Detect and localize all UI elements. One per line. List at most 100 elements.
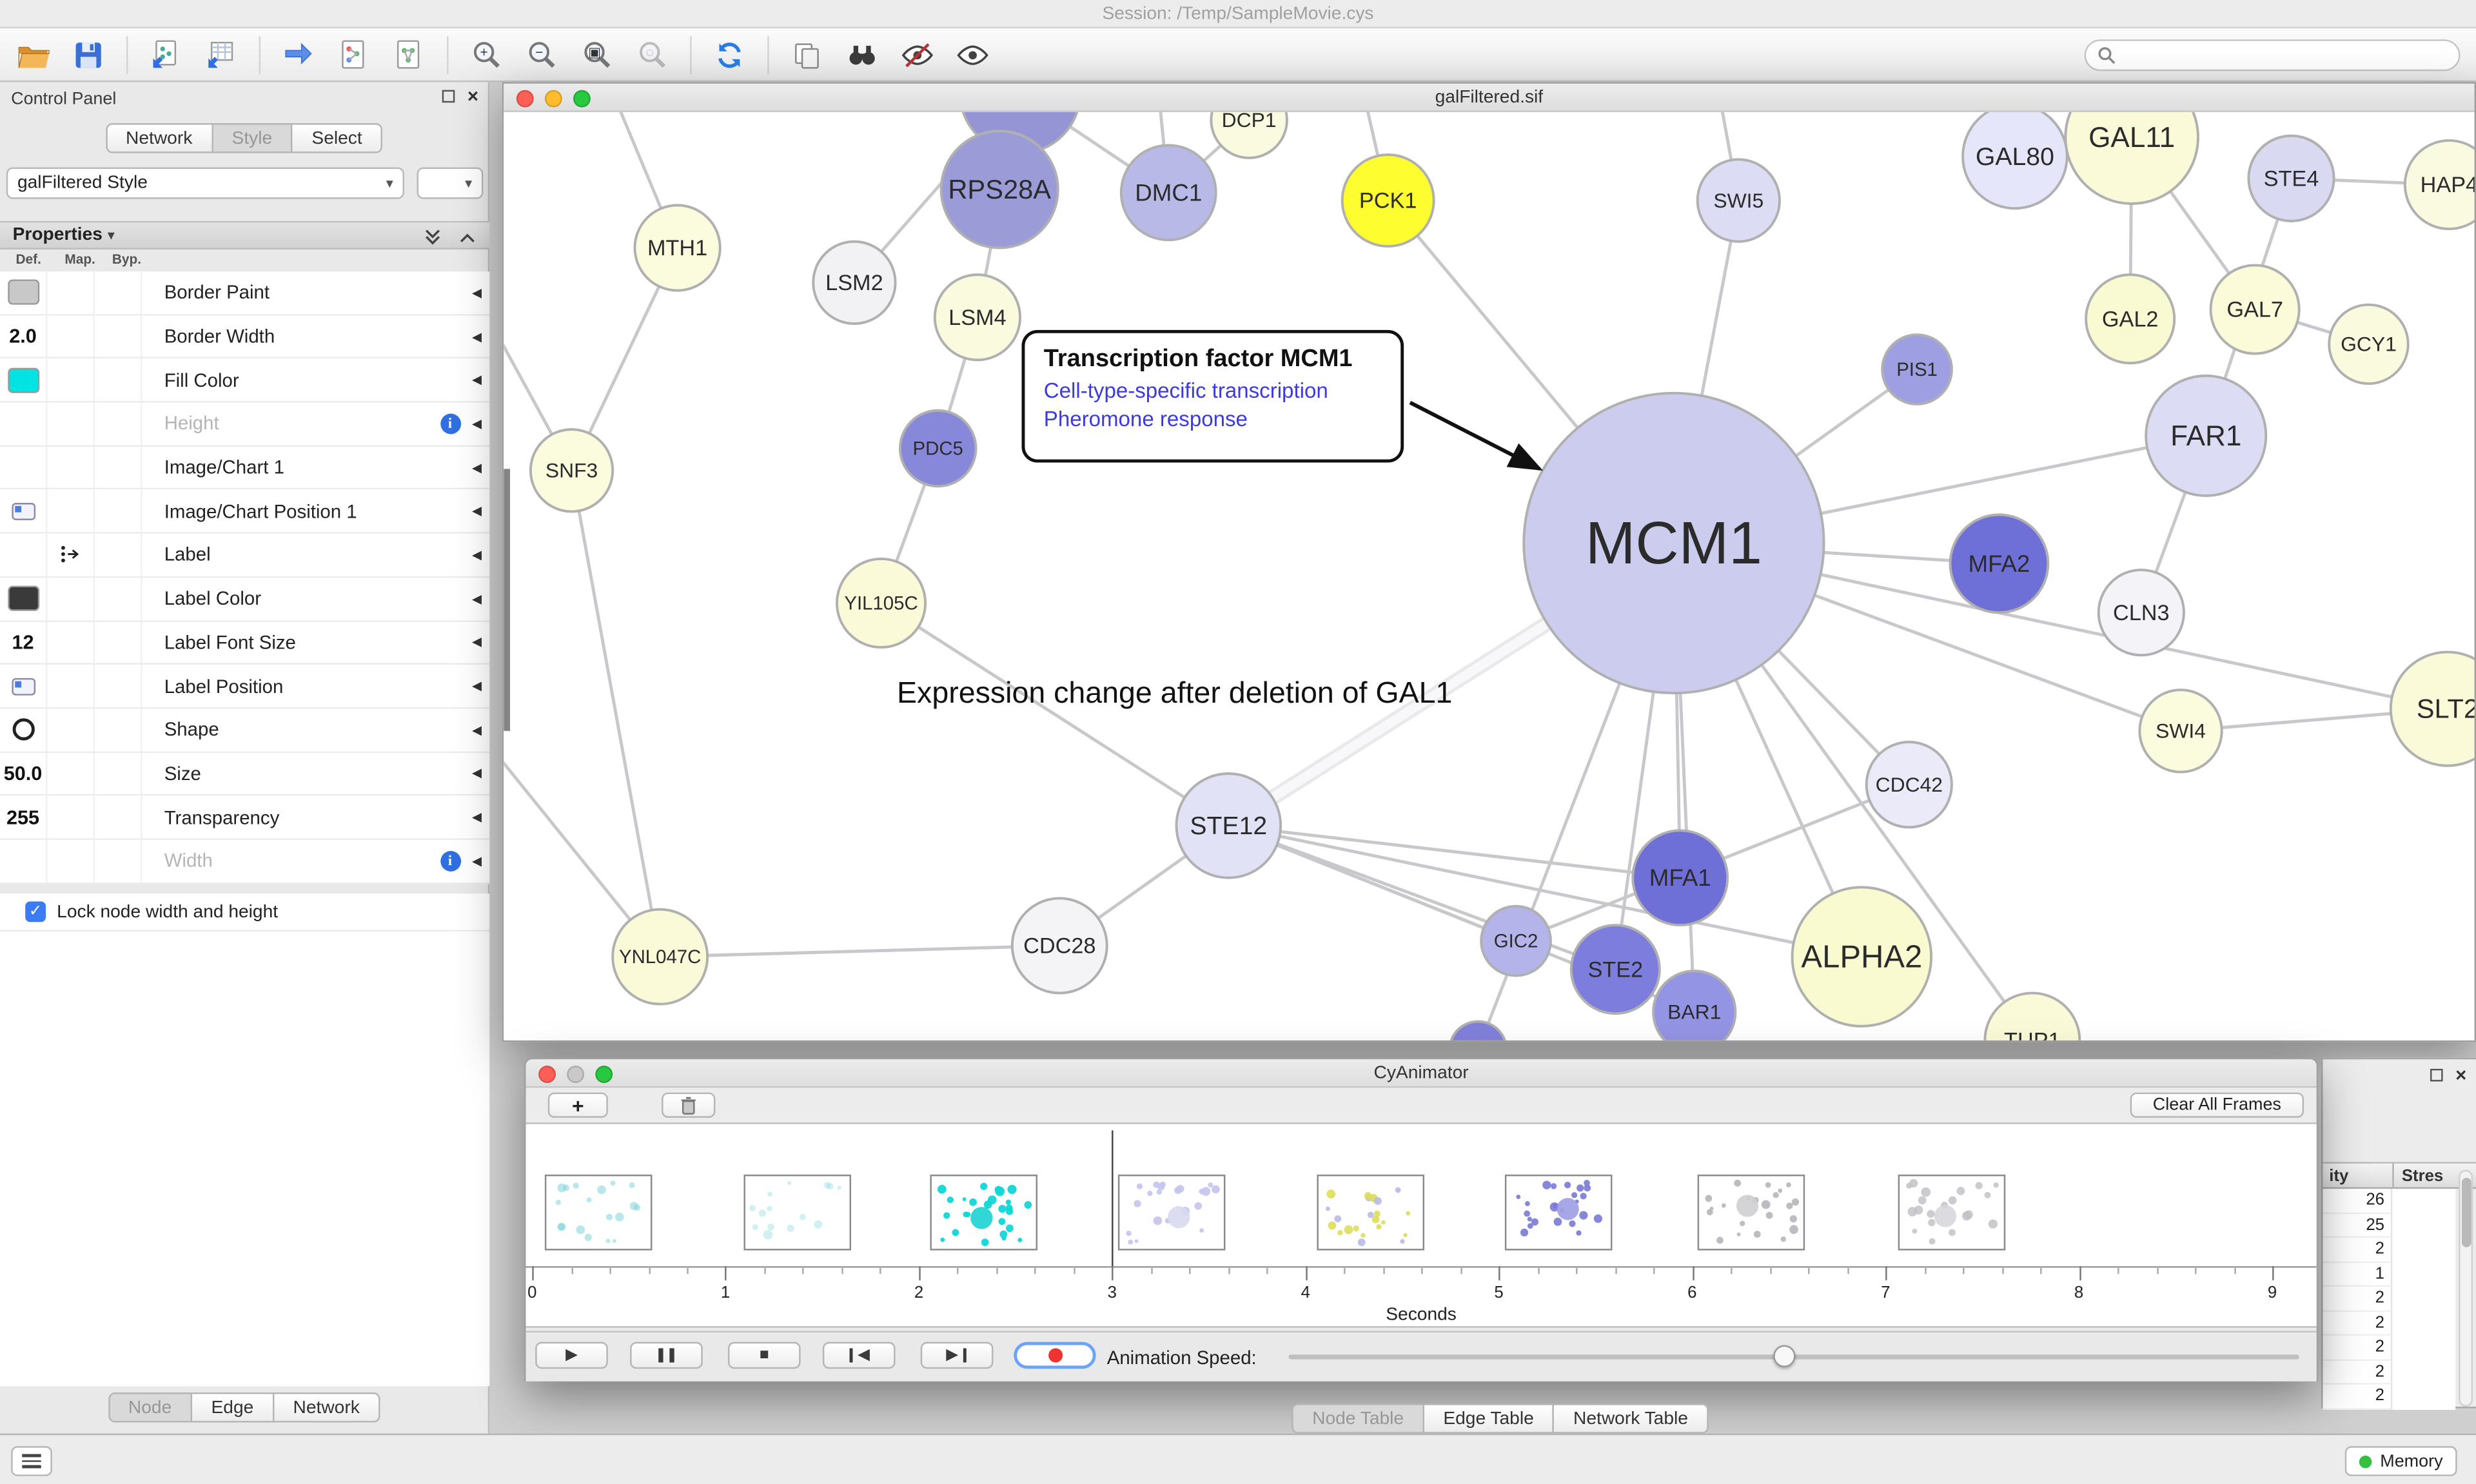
color-swatch[interactable] bbox=[7, 585, 39, 612]
expand-row-icon[interactable]: ◀ bbox=[472, 591, 482, 606]
property-row-border-paint[interactable]: Border Paint◀ bbox=[0, 271, 490, 316]
network-node-node2[interactable] bbox=[1449, 1020, 1506, 1040]
network-node-ste2[interactable]: STE2 bbox=[1569, 924, 1661, 1015]
frame-thumbnail-7[interactable] bbox=[1697, 1175, 1805, 1251]
collapse-icon[interactable] bbox=[458, 228, 477, 246]
default-value[interactable]: 2.0 bbox=[9, 325, 37, 347]
network-node-swi4[interactable]: SWI4 bbox=[2138, 688, 2223, 774]
skip-to-start-button[interactable]: ◀ bbox=[822, 1342, 896, 1369]
style-options-combo[interactable]: ▾ bbox=[417, 167, 484, 199]
network-node-rps28a[interactable]: RPS28A bbox=[939, 130, 1059, 249]
table-tab-network-table[interactable]: Network Table bbox=[1554, 1403, 1709, 1434]
annotation-link-2[interactable]: Pheromone response bbox=[1043, 407, 1248, 431]
network-node-dmc1[interactable]: DMC1 bbox=[1119, 144, 1217, 242]
network-node-gal7[interactable]: GAL7 bbox=[2209, 264, 2301, 355]
property-row-image-chart-position-1[interactable]: Image/Chart Position 1◀ bbox=[0, 490, 490, 534]
network-file-2-icon[interactable] bbox=[391, 37, 426, 72]
network-node-gal11[interactable]: GAL11 bbox=[2064, 112, 2199, 205]
network-node-bar1[interactable]: BAR1 bbox=[1652, 970, 1737, 1040]
table-tab-node-table[interactable]: Node Table bbox=[1292, 1403, 1424, 1434]
import-network-icon[interactable] bbox=[148, 37, 183, 72]
network-node-tup1[interactable]: TUP1 bbox=[1983, 991, 2081, 1040]
network-node-yil105c[interactable]: YIL105C bbox=[836, 557, 927, 649]
table-cell-value[interactable]: 25 bbox=[2323, 1213, 2393, 1238]
close-window-icon[interactable] bbox=[516, 90, 534, 108]
network-node-pis1[interactable]: PIS1 bbox=[1881, 333, 1953, 405]
network-node-mfa1[interactable]: MFA1 bbox=[1631, 829, 1729, 927]
search-field[interactable] bbox=[2084, 39, 2461, 72]
network-node-mfa2[interactable]: MFA2 bbox=[1949, 513, 2050, 614]
zoom-window-icon[interactable] bbox=[573, 90, 591, 108]
refresh-icon[interactable] bbox=[712, 37, 747, 72]
timeline-playhead[interactable] bbox=[1112, 1130, 1114, 1267]
expand-row-icon[interactable]: ◀ bbox=[472, 766, 482, 781]
network-node-ynl047c[interactable]: YNL047C bbox=[611, 908, 709, 1006]
cyanimator-titlebar[interactable]: CyAnimator bbox=[526, 1059, 2317, 1088]
mapping-icon[interactable] bbox=[59, 544, 83, 566]
expand-row-icon[interactable]: ◀ bbox=[472, 854, 482, 868]
network-node-lsm4[interactable]: LSM4 bbox=[933, 273, 1022, 362]
frame-thumbnail-6[interactable] bbox=[1504, 1175, 1613, 1251]
expand-row-icon[interactable]: ◀ bbox=[472, 373, 482, 387]
frame-thumbnail-4[interactable] bbox=[1117, 1175, 1226, 1251]
search-input[interactable] bbox=[2122, 44, 2448, 66]
annotation-box[interactable]: Transcription factor MCM1 Cell-type-spec… bbox=[1021, 329, 1404, 463]
pause-button[interactable] bbox=[630, 1342, 703, 1369]
property-row-label-color[interactable]: Label Color◀ bbox=[0, 577, 490, 621]
network-node-gal2[interactable]: GAL2 bbox=[2085, 273, 2176, 365]
property-row-image-chart-1[interactable]: Image/Chart 1◀ bbox=[0, 446, 490, 491]
info-icon[interactable]: i bbox=[440, 850, 460, 872]
open-folder-icon[interactable] bbox=[15, 37, 50, 72]
float-table-icon[interactable] bbox=[2430, 1068, 2443, 1082]
binoculars-icon[interactable] bbox=[845, 37, 879, 72]
record-button[interactable] bbox=[1014, 1342, 1096, 1369]
table-cell-value[interactable]: 1 bbox=[2323, 1262, 2393, 1287]
property-row-label[interactable]: Label◀ bbox=[0, 534, 490, 578]
memory-button[interactable]: Memory bbox=[2345, 1446, 2457, 1476]
properties-header[interactable]: Properties ▾ bbox=[0, 220, 490, 249]
network-node-gcy1[interactable]: GCY1 bbox=[2328, 303, 2410, 386]
network-caption-annotation[interactable]: Expression change after deletion of GAL1 bbox=[897, 677, 1453, 711]
table-cell-value[interactable]: 2 bbox=[2323, 1335, 2393, 1360]
speed-slider[interactable] bbox=[1288, 1344, 2299, 1367]
delete-frame-button[interactable] bbox=[662, 1092, 716, 1118]
float-panel-icon[interactable] bbox=[442, 90, 455, 103]
show-eye-icon[interactable] bbox=[956, 37, 990, 72]
network-node-hap4[interactable]: HAP4 bbox=[2403, 139, 2475, 231]
stop-button[interactable]: ■ bbox=[727, 1342, 801, 1369]
annotation-link-1[interactable]: Cell-type-specific transcription bbox=[1043, 378, 1328, 403]
position-icon[interactable] bbox=[10, 676, 35, 695]
frame-thumbnail-3[interactable] bbox=[930, 1175, 1037, 1251]
network-node-mth1[interactable]: MTH1 bbox=[633, 204, 722, 292]
expand-row-icon[interactable]: ◀ bbox=[472, 416, 482, 431]
zoom-selected-icon[interactable]: ◌ bbox=[634, 37, 669, 72]
table-tab-edge-table[interactable]: Edge Table bbox=[1424, 1403, 1555, 1434]
tab-network[interactable]: Network bbox=[105, 123, 213, 153]
network-node-alpha2[interactable]: ALPHA2 bbox=[1791, 886, 1933, 1028]
network-window-titlebar[interactable]: galFiltered.sif bbox=[504, 83, 2475, 112]
add-frame-button[interactable]: + bbox=[547, 1092, 608, 1118]
network-node-cdc42[interactable]: CDC42 bbox=[1865, 741, 1953, 829]
network-node-cdc28[interactable]: CDC28 bbox=[1010, 897, 1108, 995]
network-node-ste4[interactable]: STE4 bbox=[2247, 134, 2335, 222]
close-table-icon[interactable]: × bbox=[2455, 1064, 2467, 1086]
property-row-label-position[interactable]: Label Position◀ bbox=[0, 665, 490, 709]
property-row-fill-color[interactable]: Fill Color◀ bbox=[0, 358, 490, 403]
network-node-swi5[interactable]: SWI5 bbox=[1696, 158, 1781, 243]
table-column-headers[interactable]: ity Stres bbox=[2323, 1162, 2476, 1191]
table-cell-value[interactable]: 26 bbox=[2323, 1189, 2393, 1214]
table-cell-value[interactable]: 2 bbox=[2323, 1238, 2393, 1262]
ellipse-shape-icon[interactable] bbox=[12, 718, 34, 741]
import-table-icon[interactable] bbox=[204, 37, 239, 72]
property-row-shape[interactable]: Shape◀ bbox=[0, 708, 490, 753]
network-node-lsm2[interactable]: LSM2 bbox=[812, 240, 897, 326]
network-node-ste12[interactable]: STE12 bbox=[1175, 772, 1282, 879]
column-ity[interactable]: ity bbox=[2329, 1166, 2349, 1186]
zoom-in-icon[interactable]: + bbox=[469, 37, 504, 72]
style-tab-node[interactable]: Node bbox=[108, 1392, 193, 1423]
